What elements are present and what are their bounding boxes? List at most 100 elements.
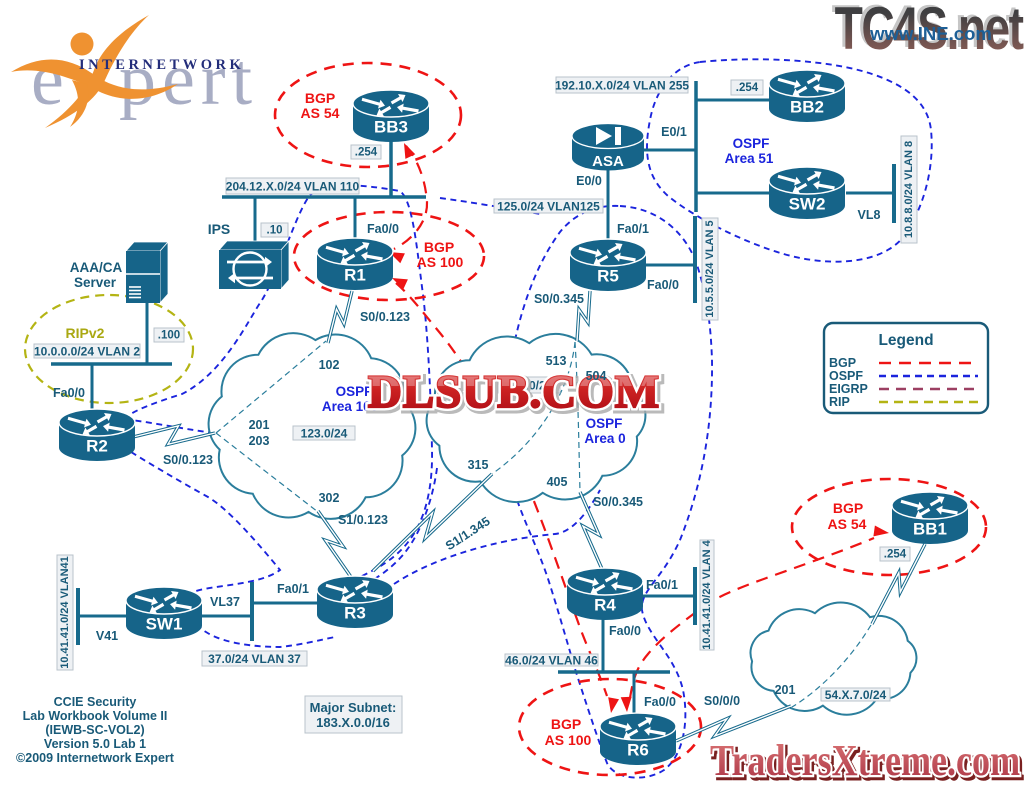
svg-text:AAA/CA: AAA/CA bbox=[70, 260, 123, 275]
svg-text:Fa0/0: Fa0/0 bbox=[53, 386, 85, 400]
svg-text:AS 100: AS 100 bbox=[545, 732, 592, 748]
svg-text:Legend: Legend bbox=[878, 332, 933, 349]
svg-text:IPS: IPS bbox=[208, 221, 231, 237]
svg-text:BGP: BGP bbox=[833, 500, 863, 516]
svg-text:Fa0/1: Fa0/1 bbox=[646, 578, 678, 592]
svg-text:AS 100: AS 100 bbox=[417, 254, 464, 270]
svg-text:102: 102 bbox=[319, 358, 340, 372]
svg-text:Fa0/0: Fa0/0 bbox=[647, 278, 679, 292]
svg-text:R4: R4 bbox=[594, 596, 616, 615]
svg-text:©2009 Internetwork Expert: ©2009 Internetwork Expert bbox=[16, 751, 175, 765]
svg-text:DLSUB.COM: DLSUB.COM bbox=[368, 366, 660, 418]
svg-text:OSPF: OSPF bbox=[829, 369, 863, 383]
svg-text:.254: .254 bbox=[355, 147, 378, 159]
svg-text:CCIE Security: CCIE Security bbox=[54, 695, 137, 709]
svg-text:R1: R1 bbox=[344, 266, 366, 285]
svg-text:Area 51: Area 51 bbox=[725, 151, 774, 166]
svg-text:VL37: VL37 bbox=[210, 595, 240, 609]
svg-text:BGP: BGP bbox=[305, 90, 335, 106]
svg-text:46.0/24 VLAN 46: 46.0/24 VLAN 46 bbox=[505, 654, 598, 668]
svg-text:R3: R3 bbox=[344, 604, 366, 623]
svg-text:Fa0/1: Fa0/1 bbox=[277, 582, 309, 596]
svg-text:(IEWB-SC-VOL2): (IEWB-SC-VOL2) bbox=[45, 723, 144, 737]
svg-text:10.5.5.0/24 VLAN 5: 10.5.5.0/24 VLAN 5 bbox=[704, 220, 716, 317]
svg-text:203: 203 bbox=[249, 434, 270, 448]
svg-text:E0/1: E0/1 bbox=[661, 125, 687, 139]
svg-text:EIGRP: EIGRP bbox=[829, 382, 868, 396]
svg-text:TradersXtreme.com: TradersXtreme.com bbox=[710, 736, 1020, 785]
svg-text:315: 315 bbox=[468, 458, 489, 472]
svg-text:.254: .254 bbox=[736, 82, 759, 94]
svg-text:OSPF: OSPF bbox=[586, 416, 623, 431]
svg-text:37.0/24 VLAN 37: 37.0/24 VLAN 37 bbox=[208, 652, 301, 666]
svg-text:Lab Workbook Volume II: Lab Workbook Volume II bbox=[23, 709, 168, 723]
svg-text:Fa0/0: Fa0/0 bbox=[644, 695, 676, 709]
svg-text:405: 405 bbox=[547, 475, 568, 489]
svg-text:DLSUB.COM: DLSUB.COM bbox=[370, 368, 662, 420]
svg-text:183.X.0.0/16: 183.X.0.0/16 bbox=[316, 715, 390, 730]
svg-text:TradersXtreme.com: TradersXtreme.com bbox=[713, 739, 1023, 788]
svg-text:SW1: SW1 bbox=[146, 615, 183, 634]
svg-text:VL8: VL8 bbox=[858, 208, 881, 222]
svg-text:S0/0.345: S0/0.345 bbox=[593, 495, 643, 509]
svg-text:e: e bbox=[31, 39, 64, 121]
svg-text:201: 201 bbox=[249, 418, 270, 432]
svg-text:BGP: BGP bbox=[424, 239, 454, 255]
svg-text:TC4S.net: TC4S.net bbox=[832, 0, 1022, 60]
svg-text:Version 5.0 Lab 1: Version 5.0 Lab 1 bbox=[44, 737, 146, 751]
svg-text:INTERNETWORK: INTERNETWORK bbox=[79, 57, 244, 73]
svg-text:201: 201 bbox=[775, 683, 796, 697]
svg-text:AS 54: AS 54 bbox=[301, 105, 340, 121]
svg-text:AS 54: AS 54 bbox=[828, 516, 867, 532]
svg-text:125.0/24 VLAN125: 125.0/24 VLAN125 bbox=[497, 200, 600, 214]
svg-text:E0/0: E0/0 bbox=[576, 174, 602, 188]
svg-text:S0/0.345: S0/0.345 bbox=[534, 292, 584, 306]
svg-text:BGP: BGP bbox=[551, 716, 581, 732]
svg-text:pert: pert bbox=[119, 39, 258, 121]
svg-text:Major Subnet:: Major Subnet: bbox=[310, 700, 397, 715]
svg-text:204.12.X.0/24 VLAN 110: 204.12.X.0/24 VLAN 110 bbox=[226, 180, 360, 194]
svg-text:R2: R2 bbox=[86, 437, 108, 456]
svg-text:TC4S.net: TC4S.net bbox=[835, 0, 1024, 62]
svg-text:Fa0/0: Fa0/0 bbox=[609, 624, 641, 638]
svg-text:Area 0: Area 0 bbox=[584, 431, 625, 446]
svg-text:10.8.8.0/24 VLAN 8: 10.8.8.0/24 VLAN 8 bbox=[903, 141, 915, 238]
svg-text:OSPF: OSPF bbox=[336, 384, 373, 399]
svg-text:192.10.X.0/24 VLAN 255: 192.10.X.0/24 VLAN 255 bbox=[555, 79, 689, 93]
svg-text:RIPv2: RIPv2 bbox=[66, 325, 105, 341]
svg-text:ASA: ASA bbox=[592, 153, 624, 170]
svg-text:TradersXtreme.com: TradersXtreme.com bbox=[710, 736, 1020, 785]
svg-text:DLSUB.COM: DLSUB.COM bbox=[368, 366, 660, 418]
svg-text:302: 302 bbox=[319, 491, 340, 505]
svg-text:10.0.0.0/24 VLAN 2: 10.0.0.0/24 VLAN 2 bbox=[34, 345, 140, 359]
svg-text:54.X.7.0/24: 54.X.7.0/24 bbox=[825, 688, 887, 702]
svg-text:S0/0/0: S0/0/0 bbox=[704, 694, 740, 708]
svg-text:.254: .254 bbox=[884, 549, 907, 561]
svg-text:SW2: SW2 bbox=[789, 195, 826, 214]
svg-text:S0/0.123: S0/0.123 bbox=[163, 453, 213, 467]
svg-text:DLSUB.COM: DLSUB.COM bbox=[368, 366, 660, 418]
svg-text:10.41.41.0/24 VLAN 4: 10.41.41.0/24 VLAN 4 bbox=[701, 539, 713, 649]
svg-text:.100: .100 bbox=[158, 330, 180, 342]
svg-text:513: 513 bbox=[546, 354, 567, 368]
svg-text:OSPF: OSPF bbox=[733, 136, 770, 151]
svg-text:BB3: BB3 bbox=[374, 118, 408, 137]
svg-text:10.41.41.0/24 VLAN41: 10.41.41.0/24 VLAN41 bbox=[59, 556, 71, 669]
svg-text:www.INE.com: www.INE.com bbox=[869, 23, 992, 44]
svg-text:BB1: BB1 bbox=[913, 520, 947, 539]
svg-text:V41: V41 bbox=[96, 629, 118, 643]
svg-text:S1/0.123: S1/0.123 bbox=[338, 513, 388, 527]
svg-text:Area 100: Area 100 bbox=[322, 399, 378, 414]
svg-text:123.0/24: 123.0/24 bbox=[301, 427, 348, 441]
svg-text:.10: .10 bbox=[267, 225, 283, 237]
svg-text:R6: R6 bbox=[627, 741, 649, 760]
svg-text:504: 504 bbox=[586, 369, 607, 383]
svg-text:Server: Server bbox=[74, 275, 117, 290]
svg-text:345.0/24: 345.0/24 bbox=[506, 379, 553, 393]
svg-text:Fa0/1: Fa0/1 bbox=[617, 222, 649, 236]
svg-text:RIP: RIP bbox=[829, 395, 850, 409]
svg-text:BGP: BGP bbox=[829, 356, 856, 370]
svg-text:BB2: BB2 bbox=[790, 98, 824, 117]
svg-text:S0/0.123: S0/0.123 bbox=[360, 310, 410, 324]
svg-text:R5: R5 bbox=[597, 267, 619, 286]
